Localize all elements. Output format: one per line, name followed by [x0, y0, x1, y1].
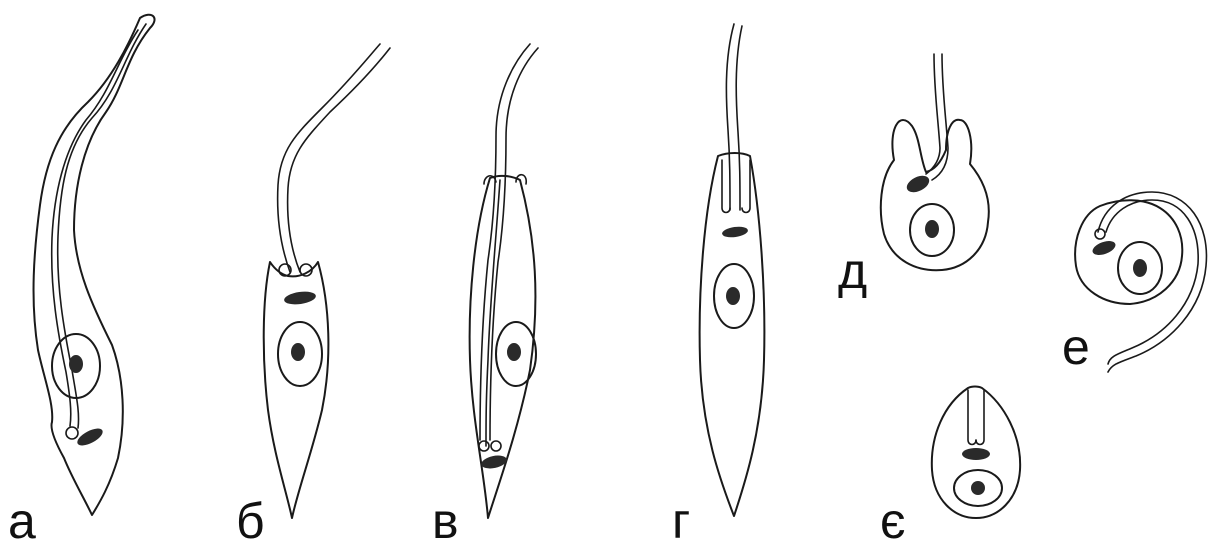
cell-g-flagellum-outer: [726, 24, 734, 210]
cell-form-v: [470, 44, 538, 518]
cell-ye-nucleolus: [971, 481, 985, 495]
label-ye: є: [880, 493, 906, 547]
cell-g-body: [700, 153, 765, 516]
label-e: е: [1062, 319, 1090, 375]
label-g: г: [672, 493, 690, 547]
cell-form-g: [700, 24, 765, 516]
cell-v-basal-right: [491, 441, 501, 451]
cell-g-flagellum-inner: [736, 26, 742, 210]
cell-e-body: [1075, 200, 1182, 304]
cell-form-a: [34, 15, 155, 515]
cell-ye-kinetoplast: [962, 448, 990, 460]
cell-b-kinetoplast: [283, 290, 316, 306]
cell-a-flagellum-inner: [52, 30, 138, 426]
cell-v-basal-left: [479, 441, 489, 451]
cell-v-nucleolus: [507, 343, 521, 361]
cell-d-flagellum-outer: [926, 54, 940, 174]
cell-ye-flagellum-outer: [968, 390, 976, 445]
cell-d-kinetoplast: [904, 172, 932, 195]
cell-form-ye: [932, 387, 1020, 519]
cell-e-basal-body: [1095, 229, 1105, 239]
cell-d-nucleolus: [925, 220, 939, 238]
cell-d-body: [881, 120, 989, 270]
cell-e-nucleolus: [1133, 259, 1147, 277]
cell-e-kinetoplast: [1091, 238, 1118, 257]
cell-b-nucleolus: [291, 343, 305, 361]
cell-e-flagellum-outer: [1098, 192, 1206, 372]
label-a: а: [8, 493, 36, 547]
label-d: д: [838, 243, 867, 299]
cell-a-kinetoplast: [75, 425, 105, 449]
cell-b-flagellum-inner: [288, 48, 390, 272]
cell-v-flagellum-inner: [490, 48, 538, 440]
cell-g-pocket-right: [742, 160, 750, 213]
cell-g-kinetoplast: [721, 225, 748, 239]
cell-form-b: [264, 44, 390, 518]
cell-form-e: [1075, 192, 1206, 372]
label-b: б: [236, 493, 265, 547]
cell-a-basal-body: [66, 427, 78, 439]
label-v: в: [432, 493, 459, 547]
cell-g-nucleolus: [726, 287, 740, 305]
cell-e-flagellum-inner: [1106, 200, 1198, 364]
cell-ye-flagellum-inner: [976, 390, 984, 445]
cell-form-d: [881, 54, 989, 270]
cell-a-nucleolus: [69, 355, 83, 373]
